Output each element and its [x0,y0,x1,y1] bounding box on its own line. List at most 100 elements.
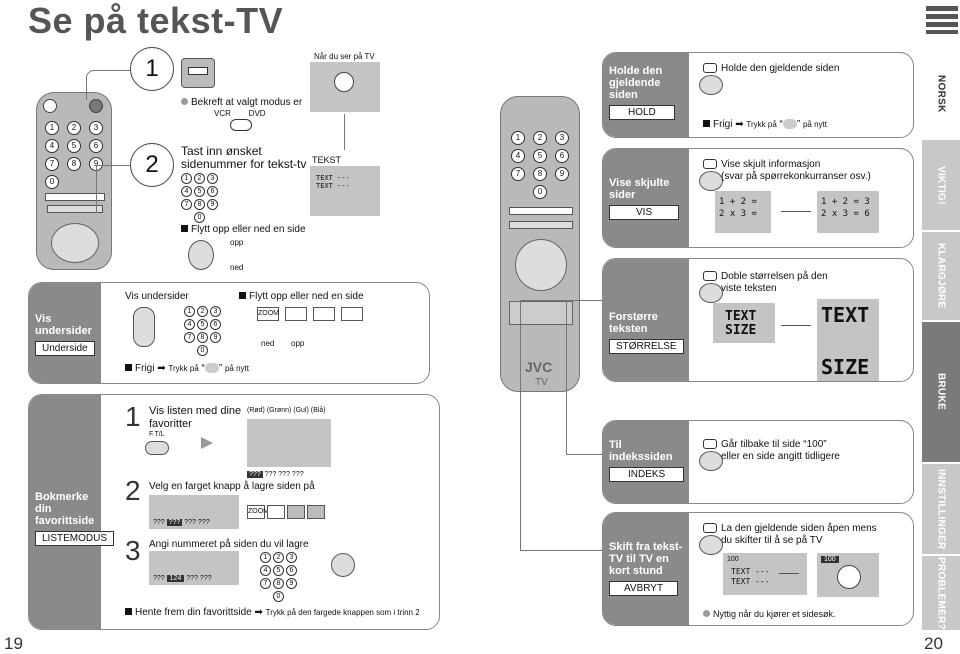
listemodus-box: LISTEMODUS [35,531,115,546]
b2-key-3[interactable] [287,505,305,519]
hold-text: Holde den gjeldende siden [721,63,840,74]
panel-bokmerke: Bokmerke din favorittside LISTEMODUS 1 V… [28,394,440,630]
favorites-screen [247,419,331,467]
panel-indeks: Til indekssiden INDEKS Går tilbake til s… [602,420,914,504]
hand-press-icon [331,553,355,577]
ned2-label: ned [261,339,275,348]
b3-text: Angi nummeret på siden du vil lagre [149,539,309,550]
jvc-logo: JVC [525,359,553,375]
vcr-label: VCR [214,109,231,118]
vis-undersider-tab: Vis undersider [35,313,92,337]
tekst-label: TEKST [312,155,342,165]
panel-hold: Holde den gjeldende siden HOLD Holde den… [602,52,914,138]
frigi-label-right: Frigi [713,119,733,130]
index-text2: eller en side angitt tidligere [721,451,840,462]
vis-tab: Vise skjulte sider [609,177,670,201]
subpage-up-button[interactable] [285,307,307,321]
forst-text1: Doble størrelsen på den [721,271,828,282]
index-text1: Går tilbake til side “100” [721,439,827,450]
forst-tab: Forstørre teksten [609,311,658,335]
size-screen-big: TEXT SIZE [817,299,879,381]
dvd-label: DVD [248,109,266,118]
panel-forstorre: Forstørre teksten STØRRELSE Doble større… [602,258,914,382]
mode-switch-icon [230,119,252,131]
vis-text2: (svar på spørrekonkurranser osv.) [721,171,871,182]
nyttig-note: Nyttig når du kjører et sidesøk. [713,609,836,619]
scroll-title: Flytt opp eller ned en side [191,224,306,235]
cancel-button-icon[interactable] [703,523,717,533]
page-title: Se på tekst-TV [28,0,284,41]
index-tab: Til indekssiden [609,439,673,463]
side-tab-bruke: BRUKE [922,322,960,462]
ned-label: ned [230,263,244,272]
side-tab-viktig: VIKTIG! [922,140,960,230]
page-number-right: 20 [924,634,943,653]
b2-key-2[interactable] [267,505,285,519]
blank-button-1[interactable] [313,307,335,321]
forst-text2: viste teksten [721,283,777,294]
updown-icon [188,240,214,270]
side-tab-problemer: PROBLEMER? [922,556,960,630]
size-button-icon[interactable] [703,271,717,281]
forst-box: STØRRELSE [609,339,684,354]
b1-num: 1 [125,401,141,432]
title-bar-icon [926,6,958,36]
b2-num: 2 [125,475,141,506]
when-see-tv: Når du ser på TV [314,52,375,61]
hold-hand-icon [699,75,723,95]
tv-screen-1 [310,62,380,112]
hold-button-icon[interactable] [703,63,717,73]
step1-confirm: Bekreft at valgt modus er [191,97,303,108]
side-tab-klargjore: KLARGJØRE [922,232,960,320]
step-2-circle: 2 [130,143,174,187]
blank-button-2[interactable] [341,307,363,321]
b2-screen: ??? ??? ??? ??? [149,495,239,529]
step2-title: Tast inn ønsket sidenummer for tekst-tv [181,144,307,171]
skift-text2: du skifter til å se på TV [721,535,823,546]
frigi-label-left: Frigi [135,363,155,374]
side-tab-innstillinger: INNSTILLINGER [922,464,960,554]
tv-screen-2: TEXT --- TEXT --- [310,166,380,216]
vis-undersider-label: Vis undersider [125,291,189,302]
hold-box: HOLD [609,105,675,120]
step-1-circle: 1 [130,47,174,91]
size-screen-small: TEXT SIZE [713,303,775,343]
skift-text1: La den gjeldende siden åpen mens [721,523,877,534]
reveal-button-icon[interactable] [703,159,717,169]
color-keys-label: (Rød) (Grønn) (Gul) (Blå) [247,407,326,414]
vis-screen-before: 1 + 2 = 2 x 3 = [715,191,771,233]
zoom-button[interactable]: ZOOM [257,307,279,321]
bookmark-tab: Bokmerke din favorittside [35,491,95,527]
vis-hand-icon [699,171,723,191]
b2-key-4[interactable] [307,505,325,519]
skift-hand-icon [699,535,723,555]
panel-vis: Vise skjulte sider VIS Vise skjult infor… [602,148,914,248]
tv-label: TV [535,377,548,388]
side-tab-norsk: NORSK [922,50,960,138]
opp2-label: opp [291,339,305,348]
ftl-button-icon[interactable] [145,441,169,455]
b3-num: 3 [125,535,141,566]
index-button-icon[interactable] [703,439,717,449]
subpage-button-icon [133,307,155,347]
opp-label: opp [230,238,244,247]
b1-text: Vis listen med dine favoritter [149,405,242,430]
skift-screen-1: 100 TEXT --- TEXT --- [723,553,807,595]
size-hand-icon [699,283,723,303]
zoom-button-2[interactable]: ZOOM [247,505,269,519]
vis-text1: Vise skjult informasjon [721,159,821,170]
hente-label: Hente frem din favorittside [135,607,252,618]
vis-box: VIS [609,205,680,220]
panel-skift: Skift fra tekst-TV til TV en kort stund … [602,512,914,626]
skift-box: AVBRYT [609,581,679,596]
tv-vcr-switch-icon [181,58,215,88]
b2-text: Velg en farget knapp å lagre siden på [149,481,315,492]
underside-box: Underside [35,341,95,356]
flytt2-label: Flytt opp eller ned en side [249,291,364,302]
hente-rest: Trykk på den fargede knappen som i trinn… [265,608,420,617]
page-number-left: 19 [4,634,23,653]
